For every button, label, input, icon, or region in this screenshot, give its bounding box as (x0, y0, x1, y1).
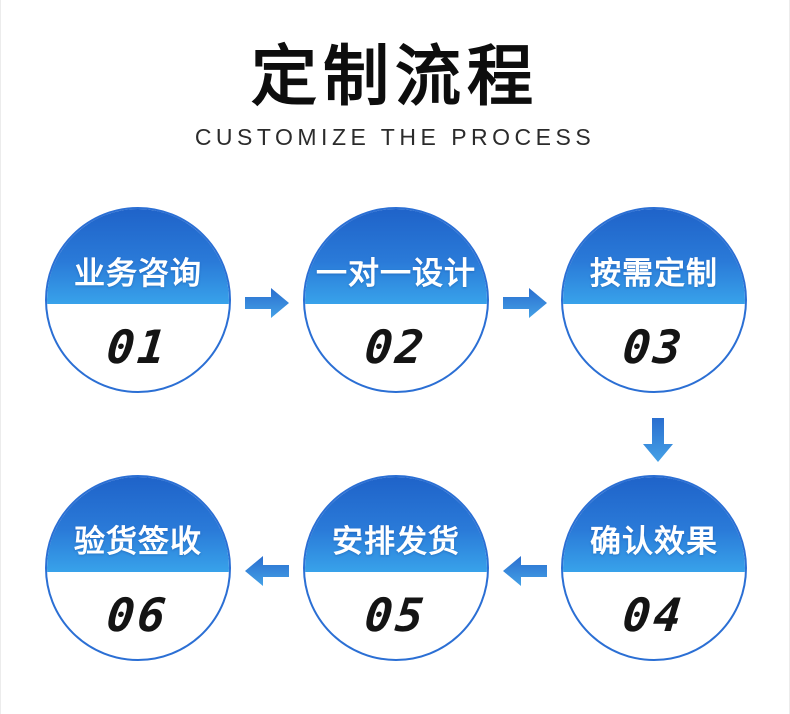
step-03-number: 03 (620, 320, 688, 375)
step-03-header: 按需定制 (563, 209, 745, 304)
step-04-label: 确认效果 (590, 523, 718, 559)
step-circle-02: 一对一设计 02 (303, 207, 489, 393)
step-02-label: 一对一设计 (316, 255, 476, 291)
step-02-body: 02 (305, 304, 487, 391)
step-02-header: 一对一设计 (305, 209, 487, 304)
step-04-number: 04 (620, 588, 688, 643)
arrow-down-icon (642, 418, 674, 467)
arrow-right-icon (245, 287, 289, 324)
step-04-body: 04 (563, 572, 745, 659)
arrow-right-icon (503, 287, 547, 324)
header: 定制流程 CUSTOMIZE THE PROCESS (1, 39, 789, 151)
step-05-header: 安排发货 (305, 477, 487, 572)
step-01-number: 01 (104, 320, 172, 375)
page-title: 定制流程 (251, 39, 539, 113)
step-04-header: 确认效果 (563, 477, 745, 572)
step-06-label: 验货签收 (74, 523, 202, 559)
step-01-header: 业务咨询 (47, 209, 229, 304)
page-subtitle: CUSTOMIZE THE PROCESS (194, 123, 596, 150)
step-circle-06: 验货签收 06 (45, 475, 231, 661)
step-circle-05: 安排发货 05 (303, 475, 489, 661)
step-02-number: 02 (362, 320, 430, 375)
step-circle-03: 按需定制 03 (561, 207, 747, 393)
step-06-body: 06 (47, 572, 229, 659)
step-06-number: 06 (104, 588, 172, 643)
step-03-label: 按需定制 (590, 255, 718, 291)
step-05-label: 安排发货 (332, 523, 460, 559)
step-01-body: 01 (47, 304, 229, 391)
step-06-header: 验货签收 (47, 477, 229, 572)
step-05-body: 05 (305, 572, 487, 659)
step-05-number: 05 (362, 588, 430, 643)
step-01-label: 业务咨询 (74, 255, 202, 291)
arrow-left-icon (503, 555, 547, 592)
step-03-body: 03 (563, 304, 745, 391)
arrow-left-icon (245, 555, 289, 592)
step-circle-01: 业务咨询 01 (45, 207, 231, 393)
step-circle-04: 确认效果 04 (561, 475, 747, 661)
